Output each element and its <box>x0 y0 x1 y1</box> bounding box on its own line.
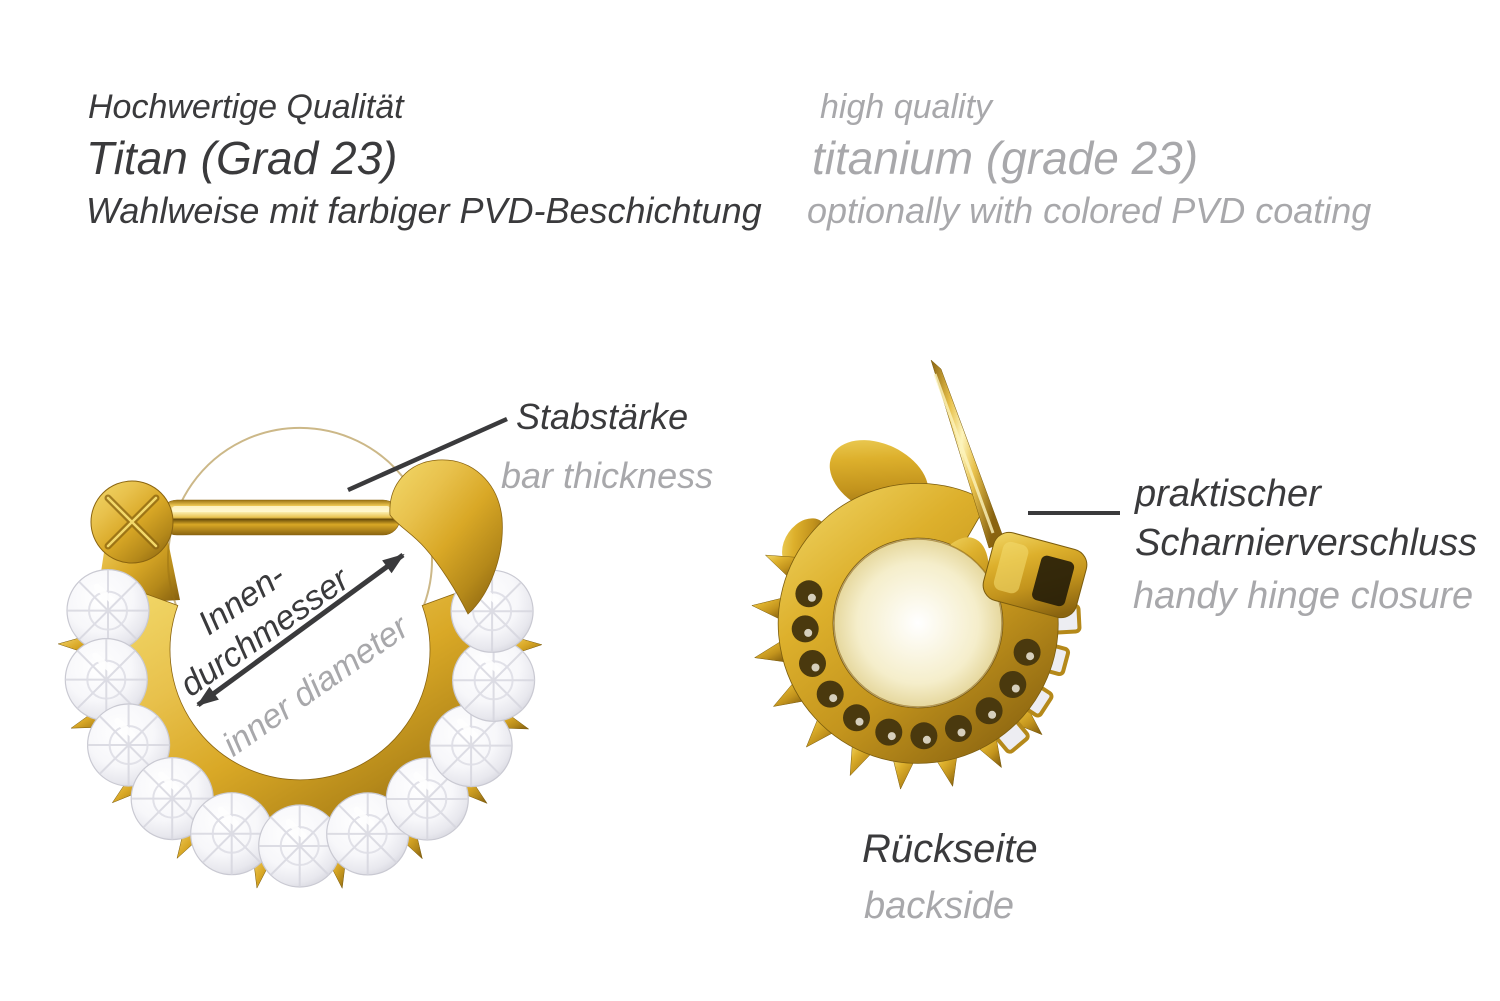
clicker-bar <box>159 499 401 536</box>
septum-clicker-front-photo: Innen- durchmesser inner diameter <box>57 416 543 900</box>
setting-hole-glint <box>887 732 896 741</box>
setting-hole <box>791 615 819 643</box>
setting-hole <box>799 650 826 677</box>
setting-hole <box>843 704 870 732</box>
label-bar-thickness-de: Stabstärke <box>516 396 689 437</box>
setting-hole <box>999 671 1027 698</box>
setting-hole-glint <box>1011 684 1020 693</box>
setting-hole <box>1013 638 1041 666</box>
setting-hole <box>816 680 844 708</box>
caption-backside-en: backside <box>864 885 1014 927</box>
hinge-disc-x-highlight <box>106 496 158 548</box>
label-hinge-de-line2: Scharnierverschluss <box>1135 522 1478 564</box>
setting-holes <box>791 580 1041 750</box>
clicker-pin-highlight <box>933 373 995 534</box>
header-en-material: titanium (grade 23) <box>812 132 1199 184</box>
setting-hole-glint <box>1026 652 1035 661</box>
setting-hole-glint <box>957 728 966 737</box>
inner-diameter-arrow <box>196 552 405 708</box>
header-de-material: Titan (Grad 23) <box>86 132 398 184</box>
bar-thickness-pointer-line <box>347 416 508 493</box>
setting-hole-glint <box>807 593 816 602</box>
setting-hole-glint <box>829 694 838 703</box>
label-bar-thickness-en: bar thickness <box>501 455 714 496</box>
back-ring-band <box>777 483 1059 764</box>
setting-hole <box>910 722 938 750</box>
hinge-block <box>982 531 1088 619</box>
septum-clicker-back-photo <box>751 359 1120 790</box>
label-hinge-en: handy hinge closure <box>1133 575 1474 617</box>
setting-hole-glint <box>922 735 931 744</box>
clicker-bar-highlight <box>172 506 390 512</box>
setting-hole-glint <box>988 710 997 719</box>
header-en-coating: optionally with colored PVD coating <box>807 190 1372 231</box>
setting-hole-glint <box>855 717 864 726</box>
blade-end <box>389 459 503 615</box>
label-hinge-de-line1: praktischer <box>1135 473 1321 515</box>
header-de-quality: Hochwertige Qualität <box>88 88 404 126</box>
setting-hole <box>975 697 1003 725</box>
ring-inner-hole <box>834 539 1002 707</box>
header-en-quality: high quality <box>820 88 993 126</box>
header-de-coating: Wahlweise mit farbiger PVD-Beschichtung <box>86 190 762 231</box>
setting-hole <box>795 580 823 608</box>
setting-hole <box>945 715 972 742</box>
label-hinge-de: praktischer Scharnierverschluss <box>1135 470 1477 568</box>
ring-inner-hole-rim <box>833 538 1003 708</box>
setting-hole-glint <box>811 663 820 672</box>
setting-hole-glint <box>804 628 813 637</box>
caption-backside-de: Rückseite <box>862 827 1038 871</box>
setting-hole <box>875 718 903 746</box>
